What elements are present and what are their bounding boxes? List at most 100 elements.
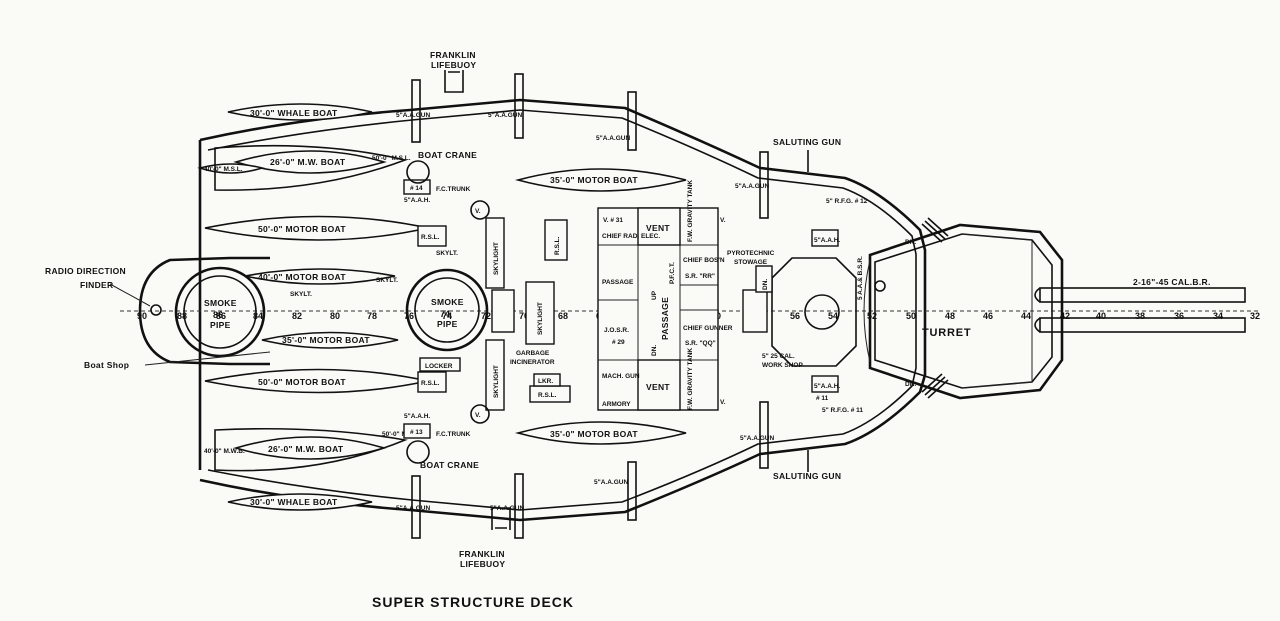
aah-2: 5"A.A.H. — [404, 413, 430, 420]
rsl-4: R.S.L. — [554, 236, 561, 255]
gun-label-8: 5"A.A.GUN — [740, 435, 774, 442]
gun-label-4: 5"A.A.GUN — [735, 183, 769, 190]
frame-number: 46 — [983, 311, 993, 321]
pfct: P.F.C.T. — [669, 262, 676, 284]
pyro-2: STOWAGE — [734, 259, 768, 266]
work-shop-1: 5" 25 CAL. — [762, 353, 795, 360]
sr-qq: S.R. "QQ" — [685, 340, 716, 347]
frame-number: 76 — [404, 311, 414, 321]
frame-number: 36 — [1174, 311, 1184, 321]
gun-label-2: 5"A.A.GUN — [488, 112, 522, 119]
boat-mw-top: 26'-0" M.W. BOAT — [270, 157, 346, 167]
gun-label-1: 5"A.A.GUN — [396, 112, 430, 119]
skylt-3: SKYLT. — [376, 277, 398, 284]
frame-number: 54 — [828, 311, 838, 321]
lkr: LKR. — [538, 378, 553, 385]
chief-rad: CHIEF RAD. ELEC. — [602, 233, 660, 240]
annotations: FRANKLIN LIFEBUOY FRANKLIN LIFEBUOY RADI… — [45, 50, 868, 569]
frame-number: 68 — [558, 311, 568, 321]
sr-rr: S.R. "RR" — [685, 273, 715, 280]
v-3: V. — [720, 217, 726, 224]
pyro-1: PYROTECHNIC — [727, 250, 775, 257]
lifebuoy-top: LIFEBUOY — [431, 60, 476, 70]
boat-whale-top: 30'-0" WHALE BOAT — [250, 108, 338, 118]
frame-number: 40 — [1096, 311, 1106, 321]
frame-number: 32 — [1250, 311, 1260, 321]
boat-shop: Boat Shop — [84, 360, 129, 370]
skylight-2: SKYLIGHT — [493, 365, 500, 398]
frame-number: 88 — [177, 311, 187, 321]
rsl-1: R.S.L. — [421, 234, 440, 241]
franklin-top: FRANKLIN — [430, 50, 476, 60]
frame-number: 34 — [1213, 311, 1223, 321]
up-label: UP — [651, 290, 658, 300]
franklin-bottom: FRANKLIN — [459, 549, 505, 559]
n14: # 14 — [410, 185, 423, 192]
frame-number: 86 — [216, 311, 226, 321]
chief-bosn: CHIEF BOS'N — [683, 257, 725, 264]
frame-number: 48 — [945, 311, 955, 321]
saluting-gun-bottom: SALUTING GUN — [773, 471, 841, 481]
frame-number: 84 — [253, 311, 263, 321]
n31: V. # 31 — [603, 217, 623, 224]
chief-gunner: CHIEF GUNNER — [683, 325, 733, 332]
boat-mw-bottom: 26'-0" M.W. BOAT — [268, 444, 344, 454]
frame-number: 42 — [1060, 311, 1070, 321]
boat-mwb40-bottom: 40'-0" M.W.B. — [204, 448, 245, 455]
turret: TURRET 2-16"-45 CAL.B.R. DN. DN. — [863, 217, 1246, 400]
boat-crane-bottom: BOAT CRANE — [420, 460, 479, 470]
smoke-pipe-fwd: SMOKE 74 PIPE — [405, 268, 489, 352]
fw-gravity-top: F.W. GRAVITY TANK — [687, 180, 694, 242]
boat-35-bottom: 35'-0" MOTOR BOAT — [550, 429, 638, 439]
frame-number: 82 — [292, 311, 302, 321]
boat-crane-top: BOAT CRANE — [418, 150, 477, 160]
saluting-gun-top: SALUTING GUN — [773, 137, 841, 147]
frame-number: 78 — [367, 311, 377, 321]
boats: 30'-0" WHALE BOAT 26'-0" M.W. BOAT 40'-0… — [197, 103, 687, 511]
turret-label: TURRET — [922, 327, 971, 339]
svg-text:DN.: DN. — [905, 381, 916, 388]
n29: # 29 — [612, 339, 625, 346]
dn-label: DN. — [651, 345, 658, 356]
smoke-pipe-aft: SMOKE 86 PIPE — [174, 266, 266, 358]
work-shop-2: WORK SHOP — [762, 362, 803, 369]
passage-vertical: PASSAGE — [660, 297, 670, 340]
n13: # 13 — [410, 429, 423, 436]
v-2: V. — [475, 412, 481, 419]
guns: 5"A.A.GUN 5"A.A.GUN 5"A.A.GUN 5"A.A.GUN … — [396, 70, 809, 539]
josr: J.O.S.R. — [604, 327, 629, 334]
boat-50-top: 50'-0" MOTOR BOAT — [258, 224, 346, 234]
fc-trunk-bottom: F.C.TRUNK — [436, 431, 471, 438]
reg-11: 5" R.F.G. # 11 — [822, 407, 863, 414]
lifebuoy-bottom: LIFEBUOY — [460, 559, 505, 569]
gun-label-7: 5"A.A.GUN — [594, 479, 628, 486]
n11: # 11 — [816, 395, 829, 402]
skylt-2: SKYLT. — [290, 291, 312, 298]
skylt-1: SKYLT. — [436, 250, 458, 257]
boat-35-top: 35'-0" MOTOR BOAT — [550, 175, 638, 185]
rsl-2: R.S.L. — [421, 380, 440, 387]
vent-bottom: VENT — [646, 382, 670, 392]
boat-35-center: 35'-0" MOTOR BOAT — [282, 335, 370, 345]
dn-pyro: DN. — [762, 279, 769, 290]
svg-text:DN.: DN. — [905, 239, 916, 246]
gun-label-3: 5"A.A.GUN — [596, 135, 630, 142]
passage-small: PASSAGE — [602, 279, 634, 286]
smoke-pipe-fwd-label-1: SMOKE — [431, 297, 464, 307]
smoke-pipe-fwd-label-2: PIPE — [437, 319, 458, 329]
frame-number: 70 — [519, 311, 529, 321]
smoke-pipe-aft-frame: 86 — [213, 310, 223, 320]
frame-number: 52 — [867, 311, 877, 321]
frame-number: 50 — [906, 311, 916, 321]
vent-top: VENT — [646, 223, 670, 233]
radio-direction: RADIO DIRECTION — [45, 266, 126, 276]
frame-number: 44 — [1021, 311, 1031, 321]
frame-number: 80 — [330, 311, 340, 321]
garbage-2: INCINERATOR — [510, 359, 555, 366]
skylight-1: SKYLIGHT — [493, 242, 500, 275]
guns-label: 2-16"-45 CAL.B.R. — [1133, 277, 1211, 287]
boat-msl40-top: 40'-0" M.S.L. — [204, 166, 243, 173]
boat-whale-bottom: 30'-0" WHALE BOAT — [250, 497, 338, 507]
aah-3: 5"A.A.H. — [814, 383, 840, 390]
